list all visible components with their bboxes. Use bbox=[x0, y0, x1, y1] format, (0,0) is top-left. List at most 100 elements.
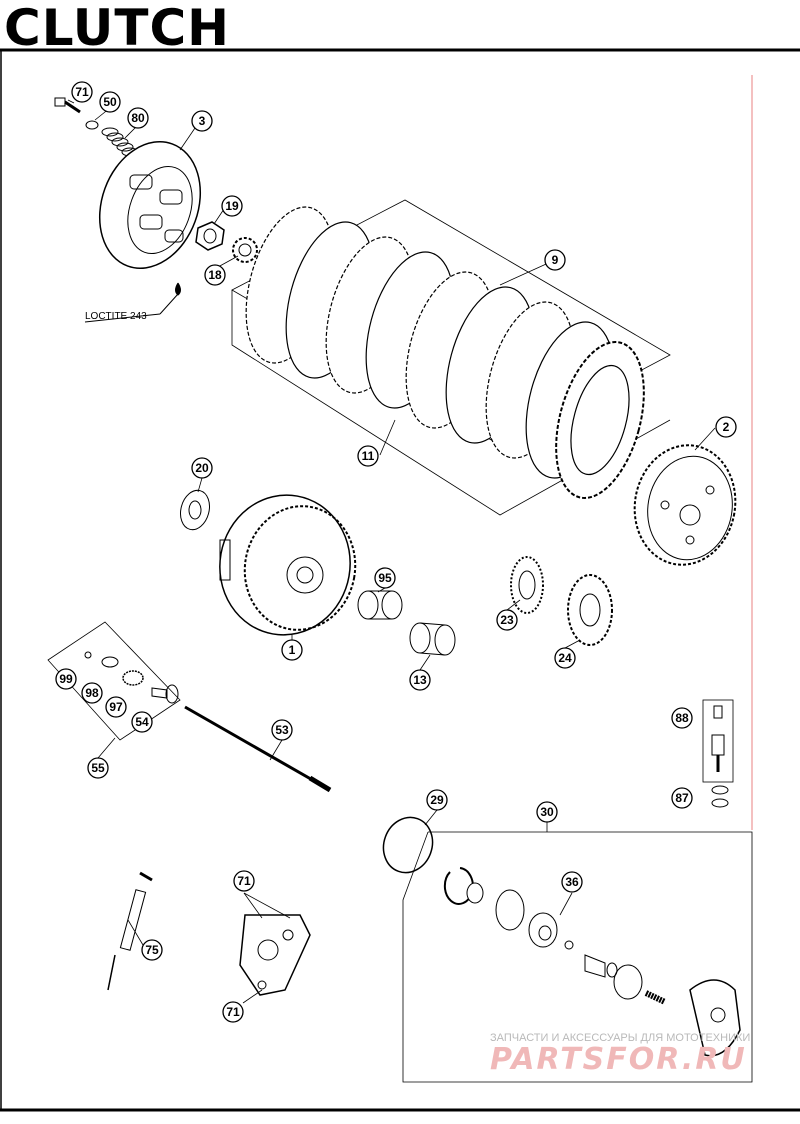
callout-13: 13 bbox=[409, 669, 431, 691]
callout-circle bbox=[561, 871, 583, 893]
pressure-plate-3 bbox=[98, 141, 202, 269]
callout-circle bbox=[544, 249, 566, 271]
loctite-note: LOCTITE 243 bbox=[85, 311, 147, 322]
o-ring-29 bbox=[382, 816, 434, 874]
callout-number: 36 bbox=[565, 875, 579, 889]
callout-circle bbox=[204, 264, 226, 286]
callout-87: 87 bbox=[671, 787, 693, 809]
thrust-washer-20 bbox=[180, 489, 210, 531]
callout-circle bbox=[233, 870, 255, 892]
lockwasher-18 bbox=[232, 237, 258, 263]
group-88-frame bbox=[702, 699, 734, 783]
slave-cylinder-parts bbox=[443, 867, 741, 1057]
callout-1: 1 bbox=[281, 639, 303, 661]
spring-80 bbox=[101, 127, 139, 157]
needle-bearing-95 bbox=[357, 590, 403, 620]
callout-2: 2 bbox=[715, 416, 737, 438]
callout-29: 29 bbox=[426, 789, 448, 811]
gear-24 bbox=[567, 574, 613, 646]
callout-number: 88 bbox=[675, 711, 689, 725]
callout-number: 55 bbox=[91, 761, 105, 775]
callout-circle bbox=[357, 445, 379, 467]
callout-75: 75 bbox=[141, 939, 163, 961]
callout-circle bbox=[105, 696, 127, 718]
callout-circle bbox=[221, 195, 243, 217]
washer-50 bbox=[85, 120, 99, 130]
callout-3: 3 bbox=[191, 110, 213, 132]
gear-23 bbox=[510, 556, 544, 614]
callout-number: 2 bbox=[723, 420, 730, 434]
callout-number: 24 bbox=[558, 651, 572, 665]
callout-number: 30 bbox=[540, 805, 554, 819]
callout-circle bbox=[496, 609, 518, 631]
callout-71: 71 bbox=[233, 870, 255, 892]
loctite-drop-icon bbox=[175, 282, 181, 296]
callout-number: 97 bbox=[109, 700, 123, 714]
callout-number: 9 bbox=[552, 253, 559, 267]
watermark-brand: PARTSFOR.RU bbox=[490, 1042, 747, 1077]
callout-9: 9 bbox=[544, 249, 566, 271]
callout-circle bbox=[191, 457, 213, 479]
callout-circle bbox=[671, 707, 693, 729]
callout-number: 53 bbox=[275, 723, 289, 737]
callout-30: 30 bbox=[536, 801, 558, 823]
callout-circle bbox=[554, 647, 576, 669]
loctite-leader bbox=[159, 293, 179, 315]
bolt-71-top bbox=[54, 97, 81, 114]
callout-number: 13 bbox=[413, 673, 427, 687]
callout-circle bbox=[81, 682, 103, 704]
callout-circle bbox=[87, 757, 109, 779]
callout-number: 20 bbox=[195, 461, 209, 475]
group-30-frame bbox=[402, 831, 753, 1083]
callout-number: 11 bbox=[362, 449, 375, 463]
callout-98: 98 bbox=[81, 682, 103, 704]
callout-circle bbox=[131, 711, 153, 733]
callout-54: 54 bbox=[131, 711, 153, 733]
callout-53: 53 bbox=[271, 719, 293, 741]
watermark-caption: ЗАПЧАСТИ И АКСЕССУАРЫ ДЛЯ МОТОТЕХНИКИ bbox=[490, 1032, 751, 1044]
callout-circle bbox=[191, 110, 213, 132]
syringe-75 bbox=[107, 871, 153, 991]
callout-19: 19 bbox=[221, 195, 243, 217]
callout-number: 99 bbox=[59, 672, 73, 686]
clutch-plates-9-11 bbox=[245, 206, 645, 499]
callout-50: 50 bbox=[99, 91, 121, 113]
callout-number: 3 bbox=[199, 114, 206, 128]
callout-number: 29 bbox=[430, 793, 444, 807]
callout-number: 98 bbox=[85, 686, 99, 700]
bushing-13 bbox=[409, 622, 456, 656]
callout-number: 54 bbox=[135, 715, 149, 729]
callout-circle bbox=[55, 668, 77, 690]
callout-circle bbox=[281, 639, 303, 661]
callout-circle bbox=[426, 789, 448, 811]
callout-36: 36 bbox=[561, 871, 583, 893]
bleed-screw-88 bbox=[711, 705, 725, 772]
callout-number: 1 bbox=[289, 643, 296, 657]
callout-number: 50 bbox=[103, 95, 117, 109]
callout-circle bbox=[222, 1001, 244, 1023]
callout-circle bbox=[715, 416, 737, 438]
callout-80: 80 bbox=[127, 107, 149, 129]
page-title: CLUTCH bbox=[4, 0, 231, 57]
callout-88: 88 bbox=[671, 707, 693, 729]
loctite-underline bbox=[84, 313, 161, 323]
callout-71: 71 bbox=[71, 81, 93, 103]
callout-number: 18 bbox=[208, 268, 222, 282]
callout-number: 71 bbox=[226, 1005, 240, 1019]
callout-number: 87 bbox=[675, 791, 689, 805]
callout-circle bbox=[409, 669, 431, 691]
callout-circle bbox=[141, 939, 163, 961]
callout-number: 71 bbox=[237, 874, 251, 888]
callouts: 71 50 80 3 19 18 9 2 11 20 95 23 24 1 13 99 98 97 54 53 55 88… bbox=[55, 81, 737, 1023]
callout-23: 23 bbox=[496, 609, 518, 631]
callout-24: 24 bbox=[554, 647, 576, 669]
clutch-basket-1 bbox=[219, 494, 357, 636]
callout-11: 11 bbox=[357, 445, 379, 467]
callout-95: 95 bbox=[374, 567, 396, 589]
callout-99: 99 bbox=[55, 668, 77, 690]
callout-number: 19 bbox=[225, 199, 239, 213]
seal-washers-87 bbox=[711, 785, 729, 808]
callout-circle bbox=[536, 801, 558, 823]
callout-20: 20 bbox=[191, 457, 213, 479]
